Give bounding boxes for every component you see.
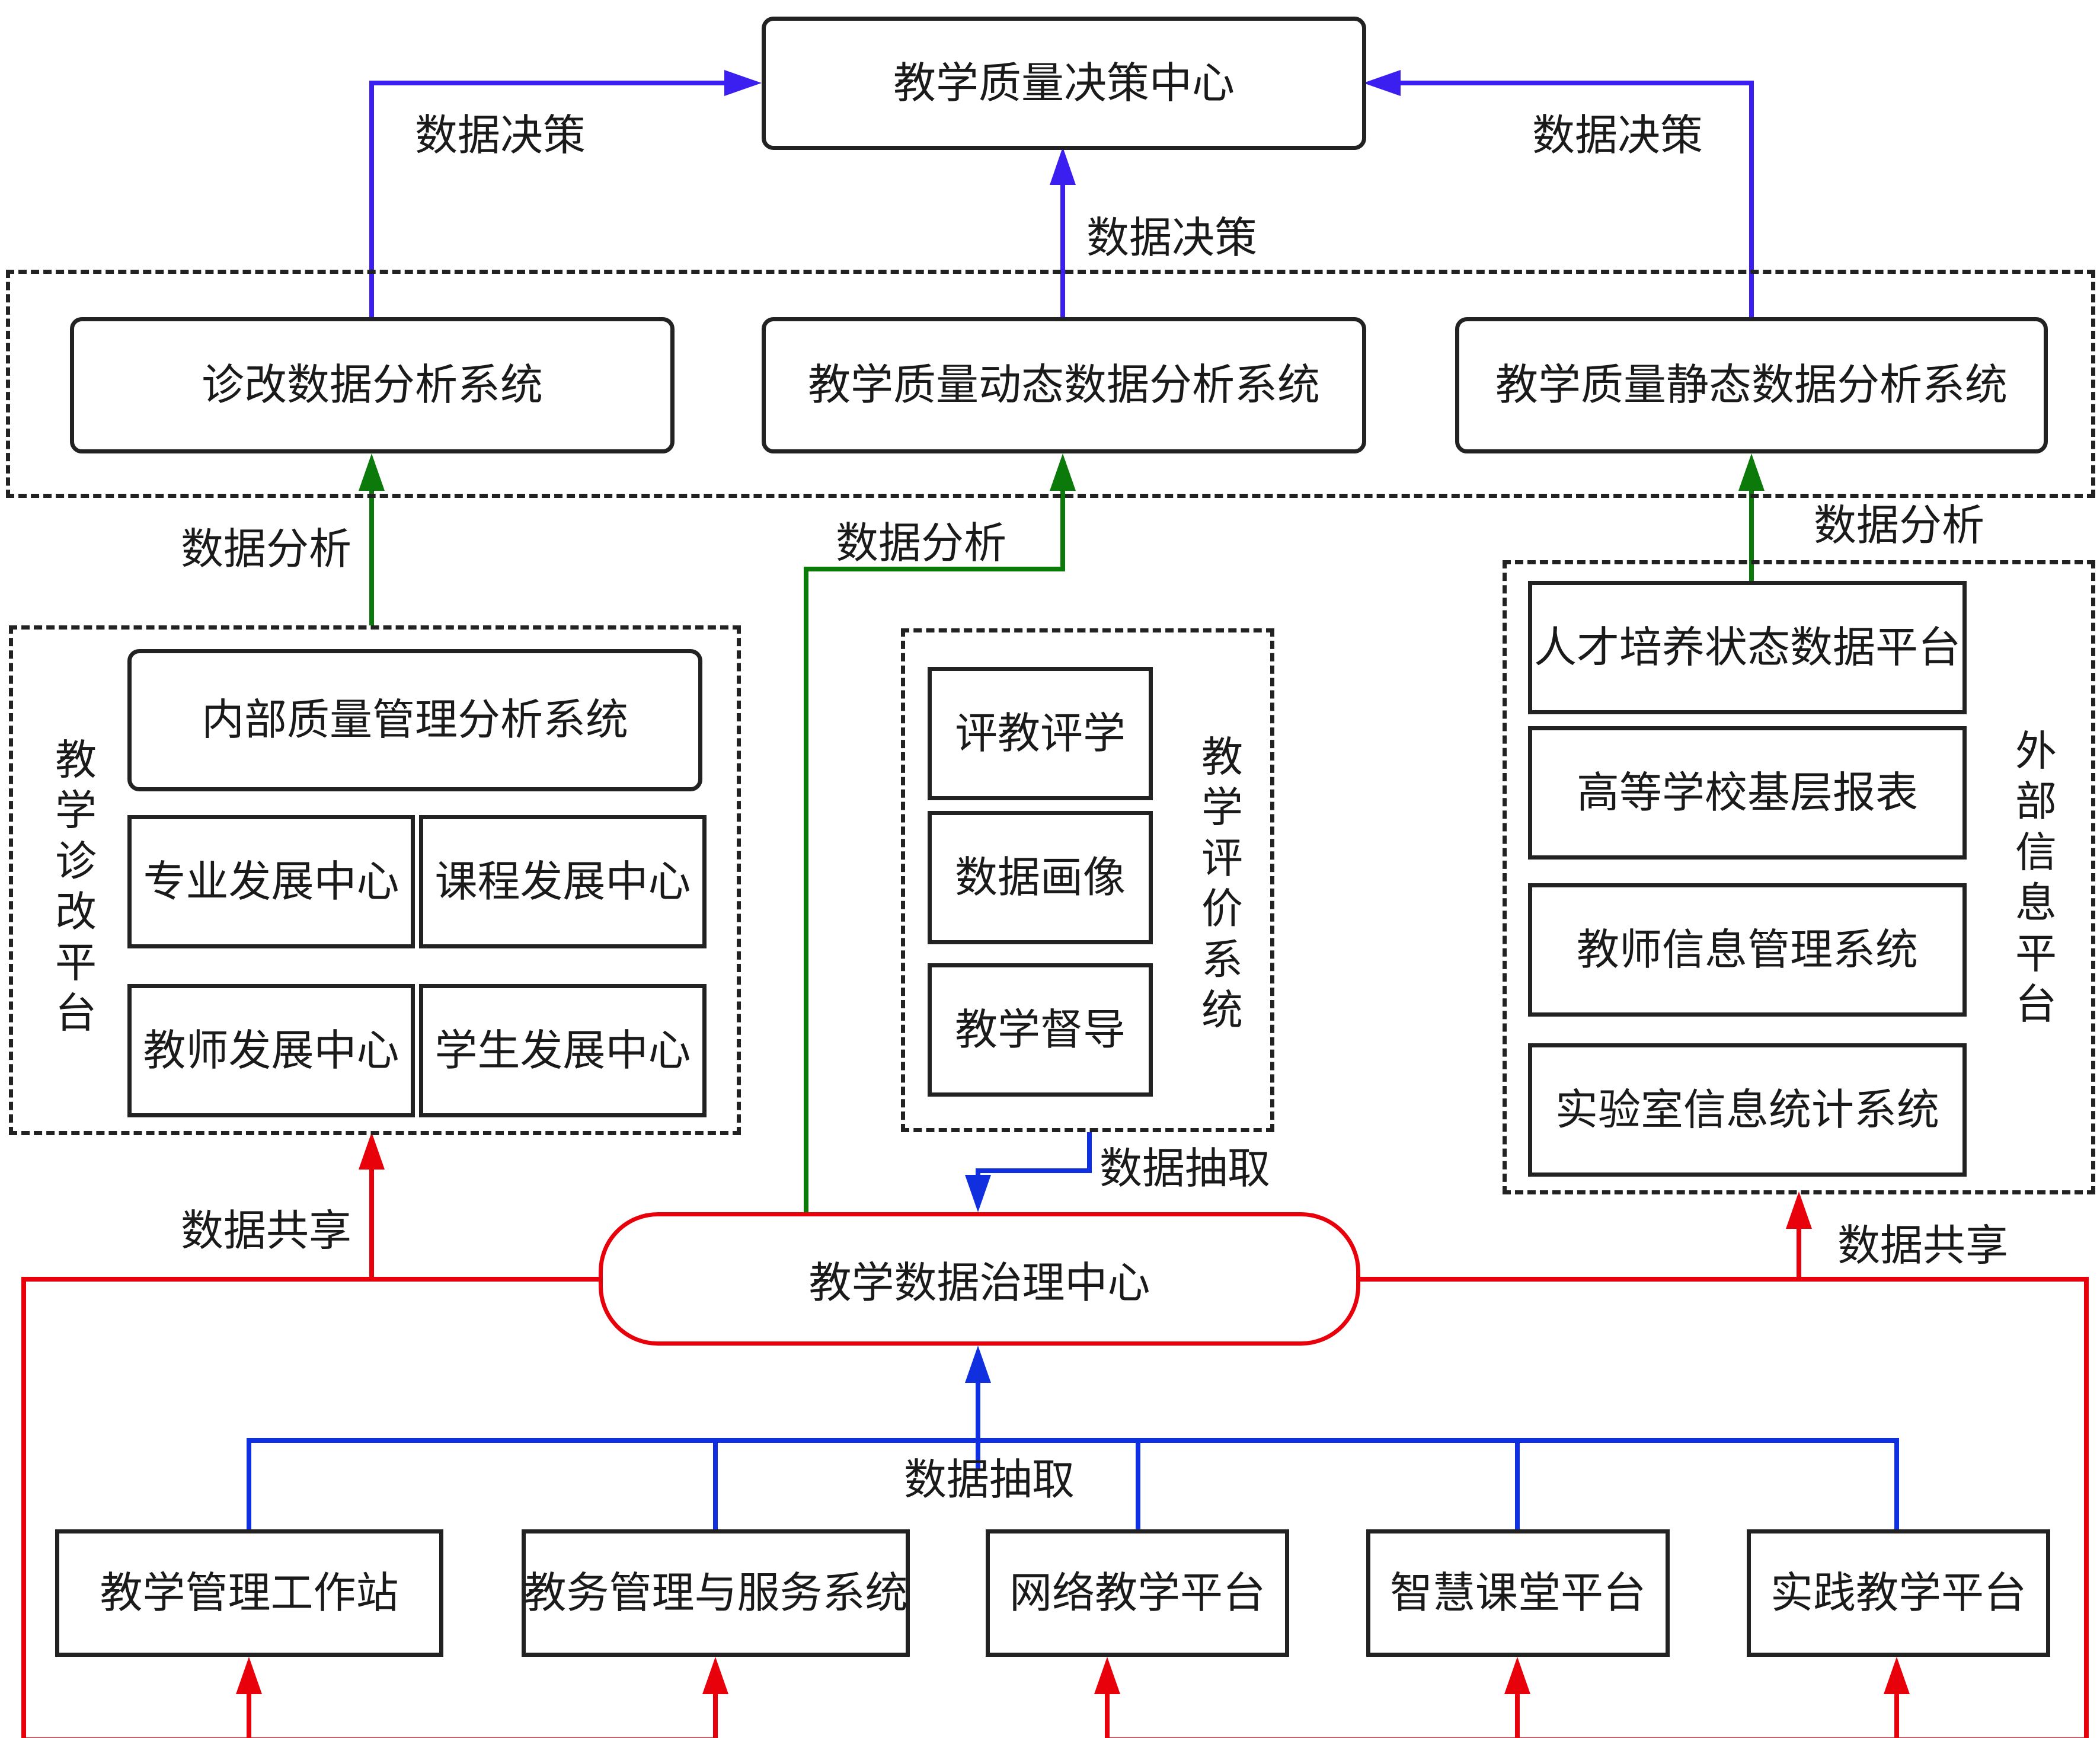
smart-classroom-platform-box: 智慧课堂平台 xyxy=(1366,1529,1670,1657)
label-decision-mid: 数据决策 xyxy=(1086,213,1258,263)
share-arrowheads xyxy=(236,1132,1910,1694)
label-decision-left: 数据决策 xyxy=(415,110,586,160)
decision-center-box: 教学质量决策中心 xyxy=(762,17,1366,150)
college-report-box: 高等学校基层报表 xyxy=(1528,726,1967,860)
diagnosis-platform-container xyxy=(9,625,741,1135)
decision-arrows xyxy=(369,81,1754,317)
external-platform-title: 外部信息平台 xyxy=(2015,727,2057,1028)
lab-info-system-box: 实验室信息统计系统 xyxy=(1528,1043,1967,1177)
major-dev-center: 专业发展中心 xyxy=(127,815,415,948)
diagnosis-platform-title: 教学诊改平台 xyxy=(55,736,97,1037)
course-dev-center: 课程发展中心 xyxy=(419,815,707,948)
online-teaching-platform-box: 网络教学平台 xyxy=(986,1529,1289,1657)
student-dev-center: 学生发展中心 xyxy=(419,984,707,1117)
data-governance-hub: 教学数据治理中心 xyxy=(599,1212,1360,1346)
label-decision-right: 数据决策 xyxy=(1532,110,1703,160)
evaluation-system-container xyxy=(901,628,1274,1132)
label-extract-bottom: 数据抽取 xyxy=(904,1455,1075,1504)
evaluation-system-title: 教学评价系统 xyxy=(1201,733,1243,1034)
label-analysis-left: 数据分析 xyxy=(181,524,352,574)
teaching-mgmt-station-box: 教学管理工作站 xyxy=(55,1529,443,1657)
dynamic-analysis-box: 教学质量动态数据分析系统 xyxy=(762,317,1366,453)
data-portrait-box: 数据画像 xyxy=(928,811,1153,944)
label-share-right: 数据共享 xyxy=(1837,1221,2009,1270)
label-extract-mid: 数据抽取 xyxy=(1099,1143,1271,1193)
static-analysis-box: 教学质量静态数据分析系统 xyxy=(1455,317,2048,453)
teaching-supervision-box: 教学督导 xyxy=(928,963,1153,1097)
internal-quality-box: 内部质量管理分析系统 xyxy=(127,649,702,791)
academic-affairs-system-box: 教务管理与服务系统 xyxy=(522,1529,910,1657)
label-analysis-mid: 数据分析 xyxy=(836,518,1007,568)
external-platform-container xyxy=(1503,560,2095,1194)
teacher-dev-center: 教师发展中心 xyxy=(127,984,415,1117)
analysis-layer-container xyxy=(6,270,2095,498)
share-arrows xyxy=(21,1162,2089,1738)
label-analysis-right: 数据分析 xyxy=(1814,500,1985,550)
analysis-arrowheads xyxy=(359,453,1765,491)
eval-teach-learn-box: 评教评学 xyxy=(928,667,1153,800)
practice-teaching-platform-box: 实践教学平台 xyxy=(1747,1529,2050,1657)
teacher-info-system-box: 教师信息管理系统 xyxy=(1528,883,1967,1017)
zhengai-analysis-box: 诊改数据分析系统 xyxy=(70,317,675,453)
decision-arrowheads xyxy=(724,70,1401,185)
label-share-left: 数据共享 xyxy=(181,1206,352,1255)
talent-data-platform-box: 人才培养状态数据平台 xyxy=(1528,581,1967,714)
extract-arrowheads xyxy=(965,1175,991,1383)
